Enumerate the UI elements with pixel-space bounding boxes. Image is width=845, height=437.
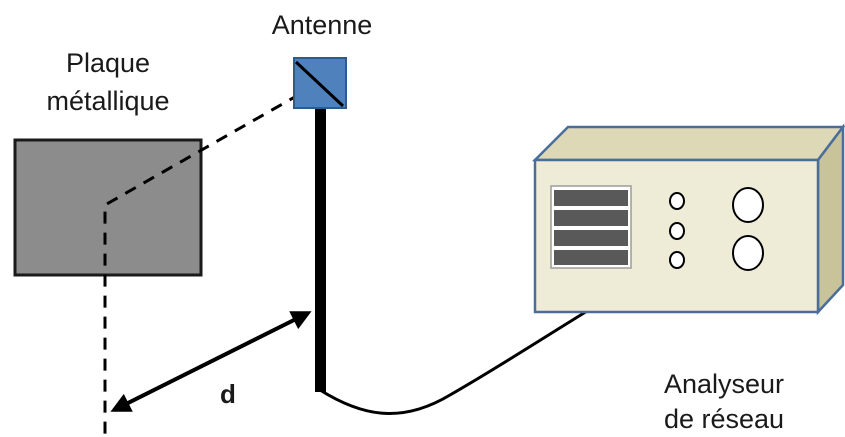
analyzer-label-line1: Analyseur xyxy=(664,369,784,399)
analyzer-label-line2: de réseau xyxy=(664,404,784,434)
analyzer-knob-top xyxy=(732,187,764,223)
analyzer-side xyxy=(816,123,845,316)
distance-label: d xyxy=(220,379,236,409)
metal-plate xyxy=(13,138,203,277)
analyzer-knob-bottom xyxy=(732,235,764,271)
antenna-mast xyxy=(315,105,326,392)
analyzer-top xyxy=(531,125,845,162)
analyzer-port-2 xyxy=(669,222,685,240)
analyzer-port-1 xyxy=(669,192,685,210)
antenna-label: Antenne xyxy=(272,10,373,40)
analyzer-port-3 xyxy=(669,251,685,269)
reflection-path xyxy=(103,92,301,437)
analyzer-display xyxy=(550,185,632,269)
plate-label-line2: métallique xyxy=(46,86,169,116)
distance-arrow xyxy=(110,311,312,412)
antenna-diagonal xyxy=(294,60,345,108)
plate-label-line1: Plaque xyxy=(66,48,150,78)
